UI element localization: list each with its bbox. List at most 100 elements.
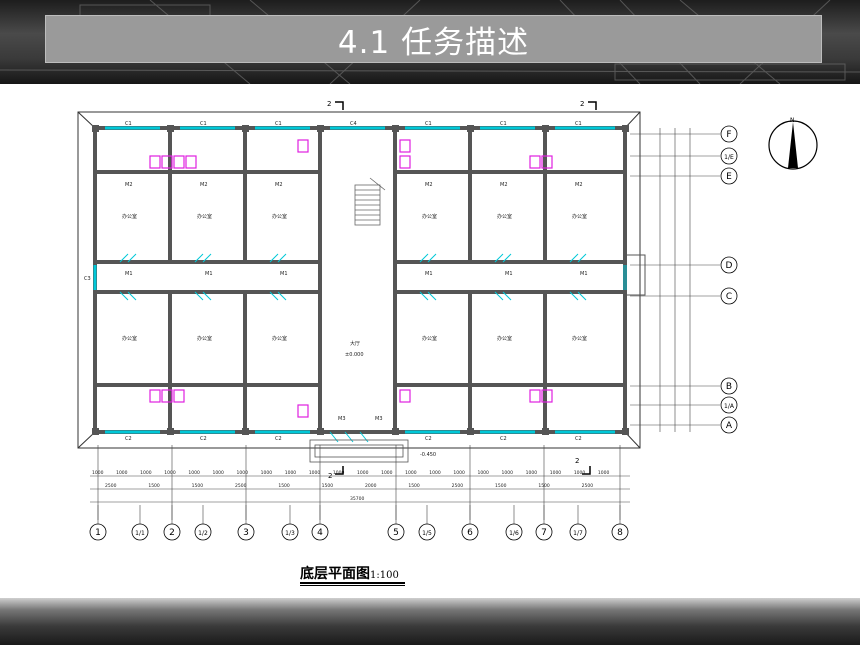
dimension-text: 1500: [408, 483, 420, 489]
svg-text:±0.000: ±0.000: [345, 352, 364, 358]
title-banner: 4.1 任务描述: [45, 15, 822, 63]
svg-text:M2: M2: [200, 182, 208, 188]
svg-text:大厅: 大厅: [350, 340, 360, 347]
dimension-text: 1000: [212, 470, 224, 476]
dimension-text: 1000: [333, 470, 345, 476]
dimension-text: 1500: [192, 483, 204, 489]
axis-label: 7: [541, 528, 547, 538]
staircase: [354, 177, 386, 226]
svg-text:办公室: 办公室: [497, 335, 512, 342]
bottom-dimension-lines: [90, 445, 630, 520]
dimension-text: 1000: [357, 470, 369, 476]
caption-underline-thin: [300, 585, 405, 586]
svg-text:M2: M2: [575, 182, 583, 188]
axis-label: F: [726, 130, 731, 140]
dimension-text: 1000: [140, 470, 152, 476]
svg-text:办公室: 办公室: [197, 335, 212, 342]
dimension-text: 1000: [598, 470, 610, 476]
axis-bubble: [720, 167, 738, 185]
dimension-text: 1000: [92, 470, 104, 476]
columns: [92, 125, 629, 435]
svg-text:C2: C2: [425, 436, 432, 442]
dimension-text: 1000: [526, 470, 538, 476]
dimension-text: 2500: [105, 483, 117, 489]
total-dimension: 35700: [350, 496, 364, 502]
dimension-text: 1000: [116, 470, 128, 476]
axis-bubble: [720, 256, 738, 274]
svg-text:M1: M1: [205, 271, 213, 277]
axis-bubble: [611, 523, 629, 541]
svg-text:C2: C2: [125, 436, 132, 442]
dimension-text: 1000: [477, 470, 489, 476]
axis-bubble: [281, 523, 299, 541]
svg-text:C2: C2: [500, 436, 507, 442]
svg-text:M1: M1: [425, 271, 433, 277]
door-swings: [119, 253, 587, 443]
dimension-text: 2500: [582, 483, 594, 489]
dimension-text: 1000: [574, 470, 586, 476]
floor-plan-drawing: 办公室 办公室 办公室 办公室 办公室 办公室 办公室 办公室 办公室 办公室 …: [77, 100, 818, 541]
axis-bubble: [89, 523, 107, 541]
dimension-text: 2500: [235, 483, 247, 489]
dimension-text: 1000: [550, 470, 562, 476]
svg-text:C4: C4: [350, 121, 357, 127]
toilet-fixtures: [149, 139, 553, 418]
svg-text:C1: C1: [425, 121, 432, 127]
svg-text:C2: C2: [200, 436, 207, 442]
slide-title: 4.1 任务描述: [337, 24, 530, 61]
svg-text:C1: C1: [200, 121, 207, 127]
svg-text:办公室: 办公室: [422, 335, 437, 342]
slide-footer: [0, 598, 860, 645]
axis-label: C: [726, 292, 732, 302]
windows: [93, 126, 627, 434]
axis-bubble: [720, 416, 738, 434]
svg-text:C2: C2: [575, 436, 582, 442]
axis-bubble: [720, 377, 738, 395]
axis-bubble: [720, 147, 738, 165]
axis-label: 1/7: [573, 530, 583, 537]
axis-label: 5: [393, 528, 399, 538]
axis-label: 2: [169, 528, 175, 538]
axis-label: 1/A: [724, 403, 735, 410]
axis-label: 6: [467, 528, 473, 538]
axis-label: 1/3: [285, 530, 295, 537]
north-arrow: N: [768, 117, 818, 170]
svg-text:办公室: 办公室: [197, 213, 212, 220]
svg-text:C2: C2: [275, 436, 282, 442]
dimension-row-1: 1000 1000 1000 1000 1000 1000 1000 1000 1000 1000…: [92, 470, 609, 476]
svg-text:M2: M2: [425, 182, 433, 188]
svg-text:办公室: 办公室: [272, 213, 287, 220]
axis-label: D: [726, 261, 733, 271]
axis-label: 3: [243, 528, 249, 538]
svg-text:办公室: 办公室: [122, 213, 137, 220]
svg-text:-0.450: -0.450: [420, 452, 436, 458]
axis-bubble: [535, 523, 553, 541]
axis-label: 8: [617, 528, 623, 538]
axis-bubble: [418, 523, 436, 541]
caption-underline: [300, 582, 405, 584]
svg-text:办公室: 办公室: [122, 335, 137, 342]
dimension-text: 1000: [261, 470, 273, 476]
room-labels: 办公室 办公室 办公室 办公室 办公室 办公室 办公室 办公室 办公室 办公室 …: [122, 213, 587, 458]
svg-text:C1: C1: [275, 121, 282, 127]
axis-label: 4: [317, 528, 323, 538]
svg-text:2: 2: [327, 100, 331, 108]
dimension-text: 1000: [309, 470, 321, 476]
axis-label: A: [726, 421, 733, 431]
dimension-text: 1000: [381, 470, 393, 476]
axis-label: 1/6: [509, 530, 519, 537]
svg-text:办公室: 办公室: [572, 213, 587, 220]
axis-label: 1: [95, 528, 101, 538]
svg-text:2: 2: [580, 100, 584, 108]
svg-text:M1: M1: [580, 271, 588, 277]
axis-bubble: [569, 523, 587, 541]
dimension-text: 2500: [452, 483, 464, 489]
dimension-text: 1500: [538, 483, 550, 489]
plan-caption-text: 底层平面图: [300, 566, 370, 582]
svg-text:M2: M2: [125, 182, 133, 188]
dimension-text: 2000: [365, 483, 377, 489]
axis-bubble: [163, 523, 181, 541]
axis-bubble: [237, 523, 255, 541]
